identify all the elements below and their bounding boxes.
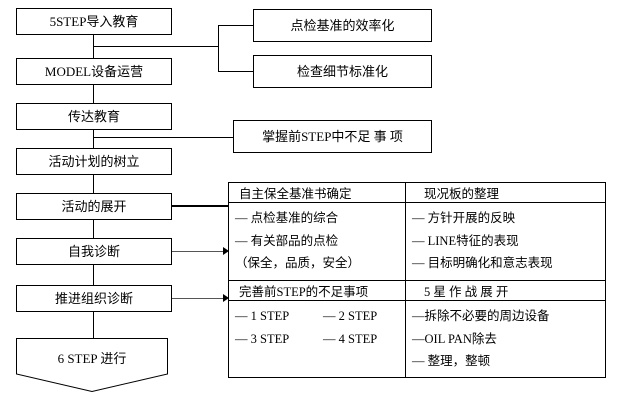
flow-box-label: 5STEP导入教育 bbox=[49, 14, 139, 29]
matrix-cell-complete-previous-step-gaps[interactable]: 完善前STEP的不足事项 — 1 STEP — 2 STEP — 3 STEP … bbox=[229, 280, 406, 378]
matrix-cell-header: 现况板的整理 bbox=[406, 183, 605, 203]
matrix-cell-body: — 方针开展的反映 — LINE特征的表现 — 目标明确化和意志表现 bbox=[406, 203, 605, 280]
flow-box-label: 推进组织诊断 bbox=[54, 291, 133, 306]
flow-box-promotion-org-diagnosis[interactable]: 推进组织诊断 bbox=[16, 285, 172, 312]
connector-branch2-h bbox=[93, 137, 233, 138]
connector-promotion-org-diagnosis-to-matrix bbox=[172, 298, 223, 299]
matrix-header-label: 5 星 作 战 展 开 bbox=[424, 285, 509, 299]
branch-box-grasp-previous-step-gaps[interactable]: 掌握前STEP中不足 事 项 bbox=[233, 120, 432, 153]
connector-branch1-h bbox=[93, 46, 218, 47]
branch-box-label: 掌握前STEP中不足 事 项 bbox=[262, 129, 403, 144]
connector-branch1-h-top bbox=[218, 25, 253, 26]
matrix-header-label: 自主保全基准书确定 bbox=[239, 187, 352, 201]
matrix-list-item: — 方针开展的反映 bbox=[412, 211, 516, 225]
matrix-list-item: — 目标明确化和意志表现 bbox=[412, 256, 553, 270]
flow-box-label: 活动计划的树立 bbox=[48, 154, 140, 169]
matrix-list-item-pair: — 3 STEP — 4 STEP bbox=[229, 328, 405, 351]
flow-box-label: 活动的展开 bbox=[61, 199, 127, 214]
matrix-list-item: — LINE特征的表现 bbox=[412, 233, 519, 248]
flow-box-step-intro-education[interactable]: 5STEP导入教育 bbox=[16, 8, 172, 35]
matrix-cell-header: 自主保全基准书确定 bbox=[229, 183, 405, 203]
matrix-list-item-pair: — 1 STEP — 2 STEP bbox=[229, 305, 405, 328]
detail-matrix-table: 自主保全基准书确定 — 点检基准的综合 — 有关部品的点检 （保全，品质，安全）… bbox=[228, 182, 606, 378]
matrix-list-item: — 1 STEP bbox=[235, 309, 290, 323]
connector-v-5 bbox=[93, 220, 94, 238]
connector-v-3 bbox=[93, 130, 94, 148]
flow-terminator-six-step-proceed[interactable]: 6 STEP 进行 bbox=[16, 338, 168, 392]
flow-box-activity-deployment[interactable]: 活动的展开 bbox=[16, 193, 172, 220]
flow-box-transmission-education[interactable]: 传达教育 bbox=[16, 103, 172, 130]
flow-terminator-label: 6 STEP 进行 bbox=[57, 351, 127, 366]
matrix-cell-five-star-campaign[interactable]: 5 星 作 战 展 开 —拆除不必要的周边设备 —OIL PAN除去 — 整理，… bbox=[406, 280, 605, 378]
connector-v-4 bbox=[93, 175, 94, 193]
matrix-list-item: — 4 STEP bbox=[323, 331, 378, 346]
connector-v-7 bbox=[93, 312, 94, 338]
connector-v-6 bbox=[93, 265, 94, 285]
flow-box-label: 自我诊断 bbox=[67, 244, 120, 259]
matrix-cell-header: 5 星 作 战 展 开 bbox=[406, 280, 605, 301]
matrix-list-item: —OIL PAN除去 bbox=[412, 331, 497, 346]
branch-box-inspection-detail-standardization[interactable]: 检查细节标准化 bbox=[253, 55, 432, 88]
matrix-list-item: — 2 STEP bbox=[323, 309, 378, 323]
matrix-cell-body: —拆除不必要的周边设备 —OIL PAN除去 — 整理，整顿 bbox=[406, 301, 605, 378]
matrix-list-item: —拆除不必要的周边设备 bbox=[412, 309, 550, 323]
matrix-list-item: — 点检基准的综合 bbox=[235, 211, 339, 225]
matrix-cell-body: — 点检基准的综合 — 有关部品的点检 （保全，品质，安全） bbox=[229, 203, 405, 280]
matrix-list-item: — 整理，整顿 bbox=[412, 354, 491, 368]
flow-box-model-equipment-operation[interactable]: MODEL设备运营 bbox=[16, 58, 172, 85]
arrowhead-self-diagnosis bbox=[223, 247, 229, 255]
connector-branch1-bracket bbox=[218, 25, 219, 72]
connector-activity-deployment-to-matrix bbox=[172, 205, 229, 207]
flow-box-self-diagnosis[interactable]: 自我诊断 bbox=[16, 238, 172, 265]
matrix-list-item: （保全，品质，安全） bbox=[235, 256, 361, 270]
branch-box-label: 检查细节标准化 bbox=[296, 64, 388, 79]
matrix-list-item: — 有关部品的点检 bbox=[235, 233, 339, 248]
flow-box-label: 传达教育 bbox=[67, 109, 120, 124]
matrix-header-label: 现况板的整理 bbox=[424, 187, 500, 201]
connector-self-diagnosis-to-matrix bbox=[172, 251, 223, 252]
arrowhead-promotion-org-diagnosis bbox=[223, 294, 229, 302]
pentagon-shape bbox=[16, 338, 168, 392]
flow-box-label: MODEL设备运营 bbox=[44, 64, 144, 79]
branch-box-inspection-standard-efficiency[interactable]: 点检基准的效率化 bbox=[253, 9, 432, 42]
matrix-cell-autonomous-maintenance-standard[interactable]: 自主保全基准书确定 — 点检基准的综合 — 有关部品的点检 （保全，品质，安全） bbox=[229, 183, 406, 280]
matrix-cell-body: — 1 STEP — 2 STEP — 3 STEP — 4 STEP bbox=[229, 301, 405, 378]
connector-v-2 bbox=[93, 85, 94, 103]
matrix-cell-header: 完善前STEP的不足事项 bbox=[229, 280, 405, 301]
branch-box-label: 点检基准的效率化 bbox=[290, 18, 395, 33]
connector-branch1-h-bottom bbox=[218, 71, 253, 72]
matrix-section-1: 自主保全基准书确定 — 点检基准的综合 — 有关部品的点检 （保全，品质，安全）… bbox=[229, 183, 605, 280]
matrix-list-item: — 3 STEP bbox=[235, 331, 290, 346]
matrix-section-2: 完善前STEP的不足事项 — 1 STEP — 2 STEP — 3 STEP … bbox=[229, 280, 605, 378]
flow-box-activity-plan-establish[interactable]: 活动计划的树立 bbox=[16, 148, 172, 175]
matrix-header-label: 完善前STEP的不足事项 bbox=[239, 285, 369, 299]
matrix-cell-status-board-organization[interactable]: 现况板的整理 — 方针开展的反映 — LINE特征的表现 — 目标明确化和意志表… bbox=[406, 183, 605, 280]
